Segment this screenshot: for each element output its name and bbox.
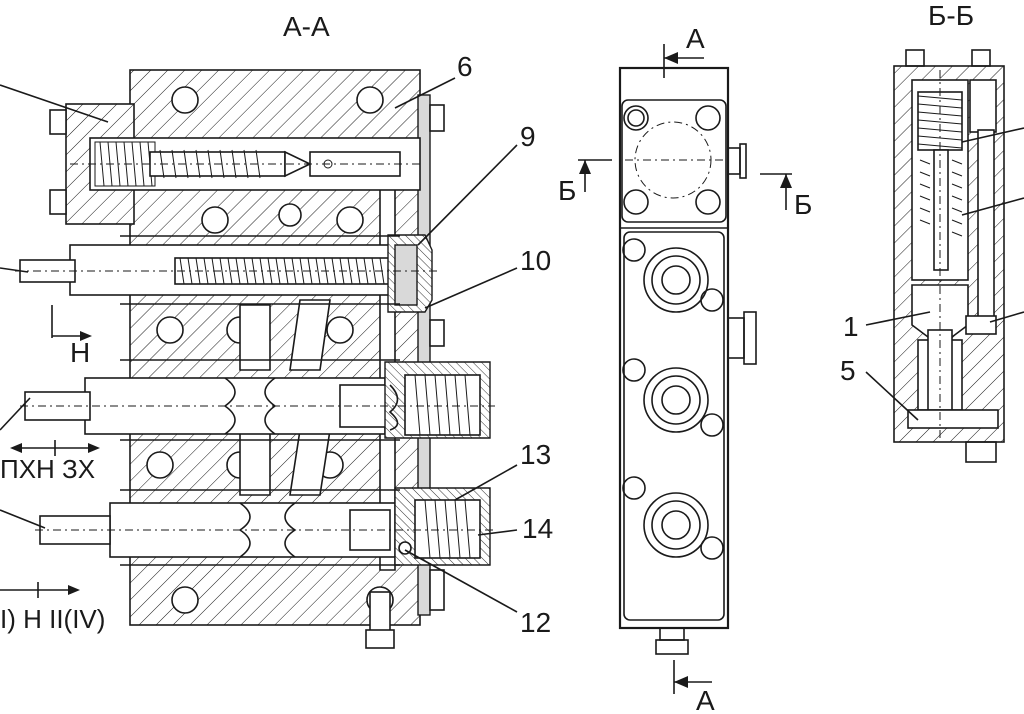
position-arrow-row3 [10, 440, 100, 456]
top-relief-valve [70, 137, 421, 191]
row-separators [120, 235, 400, 566]
spool-row-4 [35, 487, 495, 566]
callout-14: 14 [522, 513, 553, 544]
position-label-row4: I) Н II(IV) [0, 604, 105, 634]
section-bb: Б-Б 1 5 [840, 0, 1024, 463]
screw-rod-assembly [15, 234, 440, 313]
spool-row-3 [20, 361, 495, 439]
callout-10: 10 [520, 245, 551, 276]
section-aa-title: А-А [283, 11, 330, 42]
view-mark-h [51, 305, 92, 341]
front-ports [643, 247, 709, 558]
mark-b-left: Б [558, 175, 576, 206]
front-view: А А Б Б [558, 23, 812, 714]
callout-6: 6 [457, 51, 473, 82]
mark-a-bottom: А [696, 685, 715, 714]
front-bolts [622, 238, 724, 560]
mark-b-right: Б [794, 189, 812, 220]
cap-bolts [49, 104, 445, 611]
callout-leaders-aa [0, 77, 518, 613]
callout-5: 5 [840, 355, 856, 386]
view-mark-h-label: Н [70, 337, 90, 368]
callout-13: 13 [520, 439, 551, 470]
bottom-plug [365, 591, 395, 649]
callout-9: 9 [520, 121, 536, 152]
mark-a-top: А [686, 23, 705, 54]
callout-1: 1 [843, 311, 859, 342]
section-aa: А-А 6 9 10 13 14 12 Н [0, 11, 553, 649]
position-label-row3: ПХН ЗХ [0, 454, 95, 484]
section-bb-title: Б-Б [928, 0, 974, 31]
callout-12: 12 [520, 607, 551, 638]
position-arrow-row4 [0, 582, 80, 598]
right-cover-plate [417, 94, 431, 616]
